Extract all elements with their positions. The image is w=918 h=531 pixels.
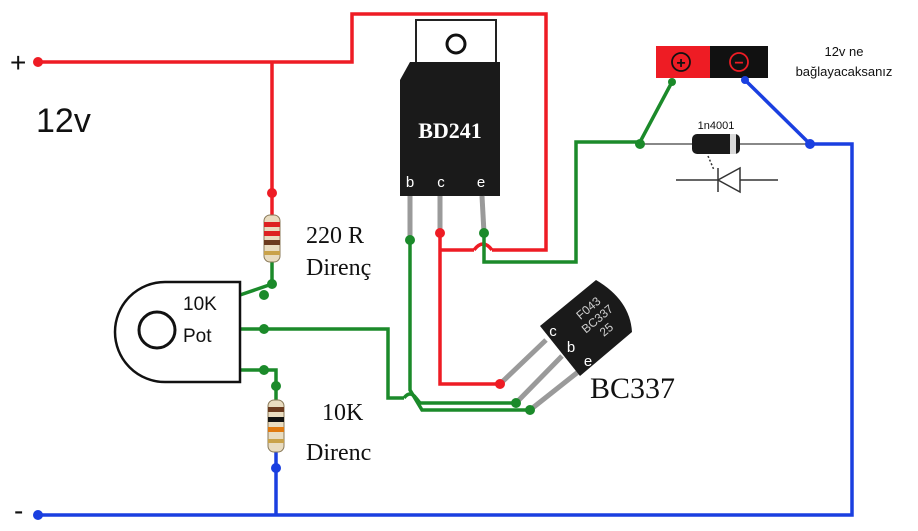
junction-dot [435, 228, 445, 238]
pot-body [113, 280, 242, 384]
junction-dot [271, 463, 281, 473]
wire-bd241-b-to-bc337-e [408, 240, 530, 412]
resistor-220r-band-2 [264, 231, 280, 236]
diode-label: 1n4001 [698, 120, 735, 132]
junction-dot [495, 379, 505, 389]
diode-cathode-band [730, 134, 736, 154]
pot-knob [137, 310, 177, 350]
junction-dot [259, 365, 269, 375]
wire-bd241-c-to-bc337-c [438, 233, 500, 386]
wire-output-minus [743, 78, 812, 146]
bd241-body [400, 62, 500, 196]
pot-label-line-2: Pot [183, 326, 212, 347]
junction-dot [33, 57, 43, 67]
potentiometer: 10K Pot [113, 280, 242, 384]
output-label-line-2: bağlayacaksanız [796, 64, 893, 79]
bc337-label: BC337 [590, 372, 675, 405]
junction-dot [259, 290, 269, 300]
bc337-lead-e [528, 370, 580, 412]
bd241-label: BD241 [418, 118, 482, 143]
pot-label-line-1: 10K [183, 294, 217, 315]
supply-voltage-label: 12v [36, 102, 91, 140]
wire-output-plus [638, 81, 674, 143]
bc337-lead-b [514, 354, 564, 405]
supply-minus-symbol: - [14, 495, 23, 526]
bc337-pin-c-label: c [549, 323, 557, 340]
output-terminal: + − 12v ne bağlayacaksanız [656, 44, 892, 79]
output-minus-symbol: − [734, 55, 743, 72]
bc337-lead-c [498, 338, 548, 386]
output-plus-symbol: + [676, 55, 685, 72]
bc337-transistor: F043 BC337 25 c b e BC337 [498, 280, 675, 412]
junction-dot [741, 76, 749, 84]
wire-r220-to-pot [239, 262, 274, 297]
wire-bd241-e-to-output [482, 140, 640, 264]
junction-dot [267, 188, 277, 198]
junction-dot [525, 405, 535, 415]
bc337-pin-b-label: b [567, 339, 575, 356]
resistor-10k-band-1 [268, 407, 284, 412]
supply-plus-symbol: + [10, 47, 26, 78]
resistor-220r-band-3 [264, 240, 280, 245]
output-minus-circle [729, 52, 749, 72]
junction-dots [33, 57, 815, 520]
wire-r10k-to-pot [240, 368, 278, 400]
diode-1n4001: 1n4001 [640, 120, 810, 194]
junction-dot [479, 228, 489, 238]
bd241-pin-c-label: c [437, 174, 445, 191]
bd241-pin-b-label: b [406, 174, 414, 191]
junction-dot [267, 279, 277, 289]
junction-dot [805, 139, 815, 149]
junction-dot [511, 398, 521, 408]
junction-dot [259, 324, 269, 334]
output-label-line-1: 12v ne [824, 44, 863, 59]
negative-wires [38, 78, 854, 517]
resistor-220r-label-line-2: Direnç [306, 255, 371, 281]
wire-plus-rail [38, 12, 548, 252]
diode-symbol [676, 155, 778, 194]
resistor-10k: 10K Direnc [267, 399, 371, 466]
resistor-220r-band-1 [264, 222, 280, 227]
bd241-transistor: BD241 b c e [400, 19, 500, 240]
wire-pot-wiper-tail [414, 396, 516, 405]
bd241-pin-e-label: e [477, 174, 485, 191]
resistor-10k-band-3 [268, 427, 284, 432]
resistor-10k-label-line-1: 10K [322, 400, 364, 426]
bd241-lead-e [479, 195, 487, 234]
resistor-10k-band-4 [268, 439, 284, 443]
junction-dot [635, 139, 645, 149]
bc337-body [540, 280, 632, 376]
junction-dot [668, 78, 676, 86]
bd241-mount-hole [445, 33, 467, 55]
resistor-10k-band-2 [268, 417, 284, 422]
wire-minus-rail [38, 142, 854, 517]
junction-dot [405, 235, 415, 245]
resistor-10k-label-line-2: Direnc [306, 440, 371, 466]
resistor-220r-band-4 [264, 251, 280, 255]
junction-dot [33, 510, 43, 520]
positive-wires [38, 12, 548, 386]
resistor-220r: 220 R Direnç [263, 214, 371, 281]
wire-pot-wiper-to-bc337-b [240, 327, 404, 400]
output-minus-block [710, 46, 768, 78]
output-plus-circle [671, 52, 691, 72]
bc337-pin-e-label: e [584, 353, 592, 370]
junction-dot [271, 381, 281, 391]
output-plus-block [656, 46, 710, 78]
diode-body [692, 134, 740, 154]
resistor-220r-label-line-1: 220 R [306, 223, 364, 249]
